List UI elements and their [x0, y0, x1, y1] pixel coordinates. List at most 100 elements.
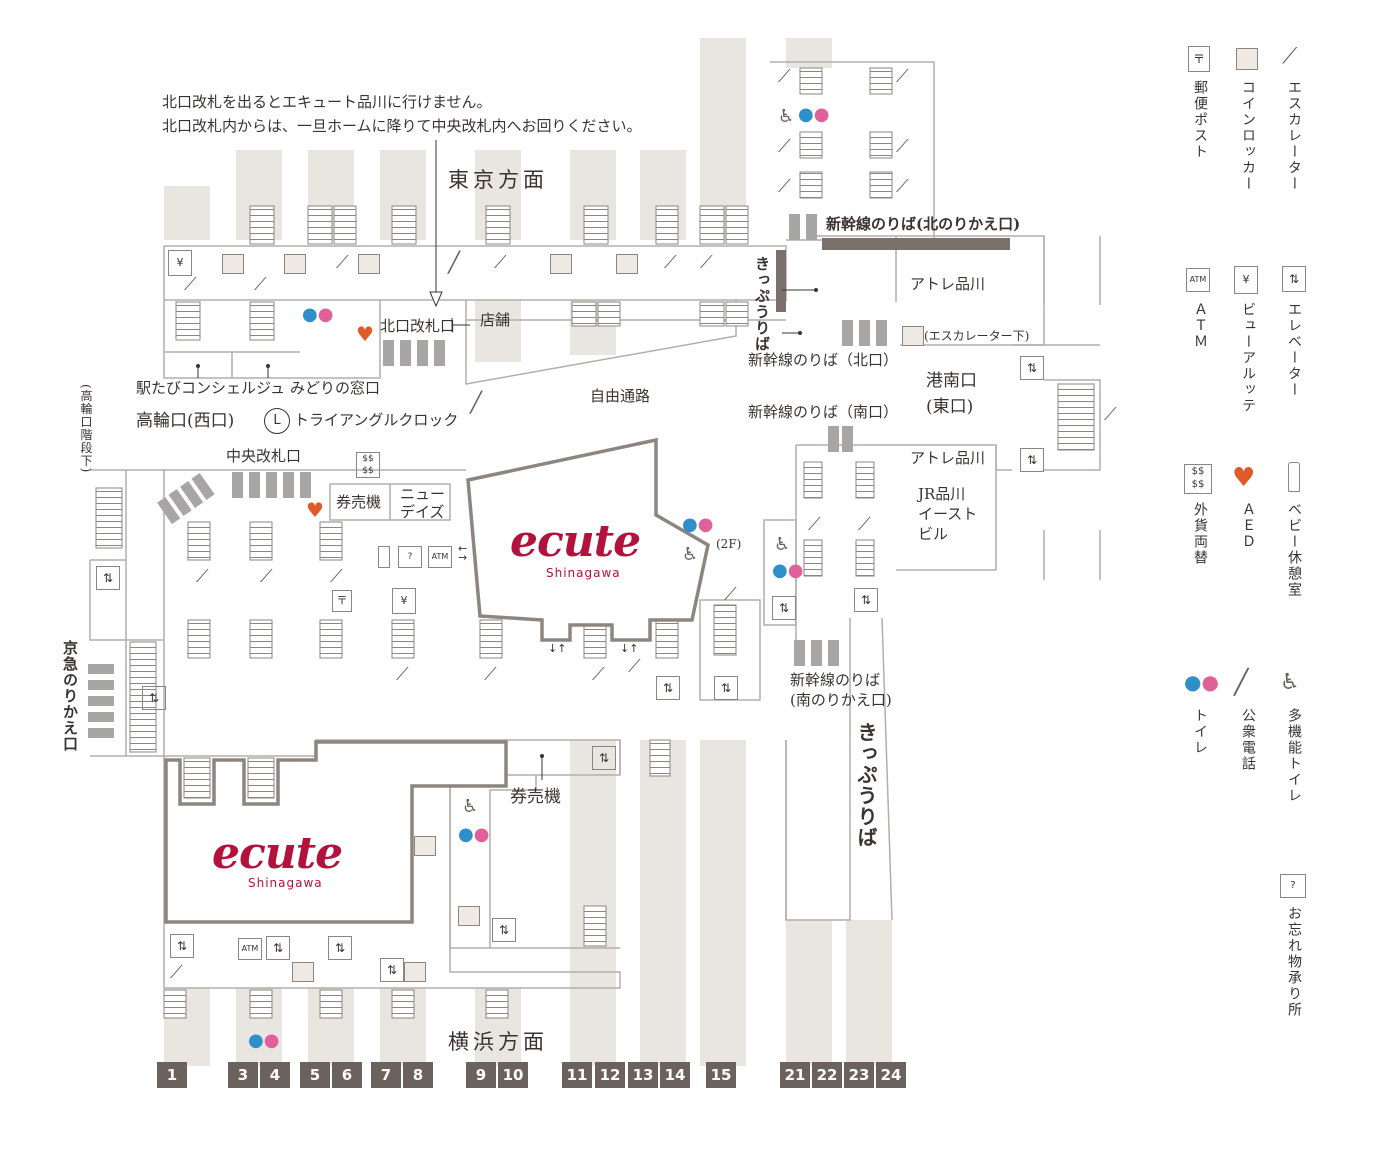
toilet-icon: ●●: [772, 560, 804, 581]
legend-label: 公衆電話: [1240, 708, 1256, 772]
konan-gate-label-2: (東口): [926, 397, 974, 417]
coin-locker-icon: [902, 326, 924, 346]
escalator-below-label: (エスカレーター下): [924, 329, 1030, 343]
toilet-icon: ●●: [458, 824, 490, 845]
ecute-south-logo-word: ecute: [212, 828, 343, 879]
stairs: [95, 67, 1095, 1019]
aed-icon: ♥: [1232, 463, 1256, 493]
elevator-icon: ⇅: [656, 676, 680, 700]
escalator-icon: ⟋: [700, 252, 713, 273]
coin-locker-icon: [616, 254, 638, 274]
escalator-icon: ⟋: [196, 566, 209, 587]
coin-locker-icon: [292, 962, 314, 982]
shinkansen-north-label: 新幹線のりば（北口）: [748, 351, 899, 369]
platform-badge: 10: [498, 1062, 528, 1088]
ticket-machine-label: 券売機: [336, 493, 382, 511]
platform-badge: 3: [228, 1062, 258, 1088]
kippu-north-bar: [776, 250, 786, 312]
view-altte-icon: ¥: [1234, 266, 1258, 294]
coin-locker-icon: [222, 254, 244, 274]
elevator-icon: ⇅: [592, 746, 616, 770]
atre-south-label: アトレ品川: [910, 449, 986, 467]
platform-badge: 9: [466, 1062, 496, 1088]
toilet-icon: ●●: [248, 1030, 280, 1051]
concierge-label: 駅たびコンシェルジュ: [136, 379, 285, 397]
platform-badge: 15: [706, 1062, 736, 1088]
platform-badge: 12: [595, 1062, 625, 1088]
central-gate-label: 中央改札口: [226, 447, 302, 465]
lost-and-found-icon: ?: [398, 546, 422, 568]
elevator-icon: ⇅: [714, 676, 738, 700]
elevator-icon: ⇅: [854, 588, 878, 612]
coin-locker-icon: [404, 962, 426, 982]
ecute-2f-logo-sub: Shinagawa: [546, 566, 621, 580]
coin-locker-icon: [284, 254, 306, 274]
shinkansen-south-transfer-label-1: 新幹線のりば: [790, 671, 881, 689]
takanawa-gate-label: 高輪口(西口): [136, 411, 235, 431]
kippu-uriba-south-label: きっぷうりば: [854, 722, 878, 848]
platform-badge: 6: [332, 1062, 362, 1088]
escalator-icon: ⟋: [778, 176, 791, 197]
direction-yokohama: 横浜方面: [448, 1030, 548, 1054]
aed-icon: ♥: [306, 498, 324, 522]
aed-icon: ♥: [356, 322, 374, 346]
escalator-icon: ⟋: [628, 656, 641, 677]
platform-badge: 11: [562, 1062, 592, 1088]
escalator-icon: ⟋: [808, 514, 821, 535]
accessible-toilet-icon: ♿: [682, 544, 699, 565]
gates: [88, 214, 887, 738]
escalator-icon: ⟋: [592, 664, 605, 685]
platform-badge: 21: [780, 1062, 810, 1088]
station-map: [88, 38, 1101, 1066]
escalator-icon: ⟋: [260, 566, 273, 587]
elevator-icon: ⇅: [170, 934, 194, 958]
accessible-toilet-icon: ♿: [778, 106, 795, 127]
legend-label: トイレ: [1192, 708, 1208, 756]
shinkansen-north-transfer-bar: [822, 238, 1010, 250]
takanawa-stairs-label: (高輪口階段下): [79, 384, 93, 474]
atm-icon: ATM: [428, 546, 452, 568]
legend-label: ビューアルッテ: [1240, 302, 1256, 414]
toilet-icon: ●●: [798, 104, 830, 125]
baby-room-icon: [1288, 462, 1300, 492]
view-altte-icon: ¥: [392, 588, 416, 614]
platform-badge: 1: [157, 1062, 187, 1088]
legend-label: お忘れ物承り所: [1286, 906, 1302, 1018]
atm-icon: ATM: [238, 938, 262, 960]
escalator-icon: ⟋: [1282, 44, 1298, 69]
konan-gate-label-1: 港南口: [926, 371, 977, 391]
coin-locker-icon: [358, 254, 380, 274]
elevator-icon: ⇅: [1020, 356, 1044, 380]
platform-badge: 8: [403, 1062, 433, 1088]
notice-line-2: 北口改札内からは、一旦ホームに降りて中央改札内へお回りください。: [162, 117, 642, 135]
toilet-icon: ●●: [682, 514, 714, 535]
elevator-icon: ⇅: [96, 566, 120, 590]
escalator-icon: ⟋: [778, 136, 791, 157]
jr-east-bldg-label-3: ビル: [918, 525, 949, 543]
platform-badge: 13: [628, 1062, 658, 1088]
ecute-south-outline: [164, 740, 508, 924]
platform-badge: 23: [844, 1062, 874, 1088]
escalator-icon: ⟋: [336, 252, 349, 273]
floor-2f-label: (2F): [716, 537, 742, 551]
toilet-icon: ●●: [302, 304, 334, 325]
platform-badge: 4: [260, 1062, 290, 1088]
shop-label: 店舗: [480, 311, 511, 329]
coin-locker-icon: [1236, 48, 1258, 70]
newdays-label-1: ニュー: [400, 485, 446, 503]
shinkansen-north-transfer-label: 新幹線のりば(北のりかえ口): [826, 215, 1021, 233]
mailbox-icon: 〒: [332, 590, 352, 612]
legend-label: 外貨両替: [1192, 502, 1208, 566]
jr-east-bldg-label-2: イースト: [918, 505, 978, 523]
escalator-icon: ⟋: [494, 252, 507, 273]
public-phone-icon: ╱: [470, 390, 483, 414]
elevator-icon: ⇅: [1282, 266, 1306, 292]
legend-label: エスカレーター: [1286, 80, 1302, 192]
keikyu-transfer-label: 京急のりかえ口: [61, 640, 79, 752]
shinkansen-south-transfer-label-2: (南のりかえ口): [790, 691, 892, 709]
escalator-icon: ⟋: [184, 274, 197, 295]
elevator-icon: ⇅: [142, 686, 166, 710]
public-phone-icon: ╱: [1234, 668, 1249, 696]
lost-and-found-icon: ?: [1280, 874, 1306, 898]
coin-locker-icon: [458, 906, 480, 926]
